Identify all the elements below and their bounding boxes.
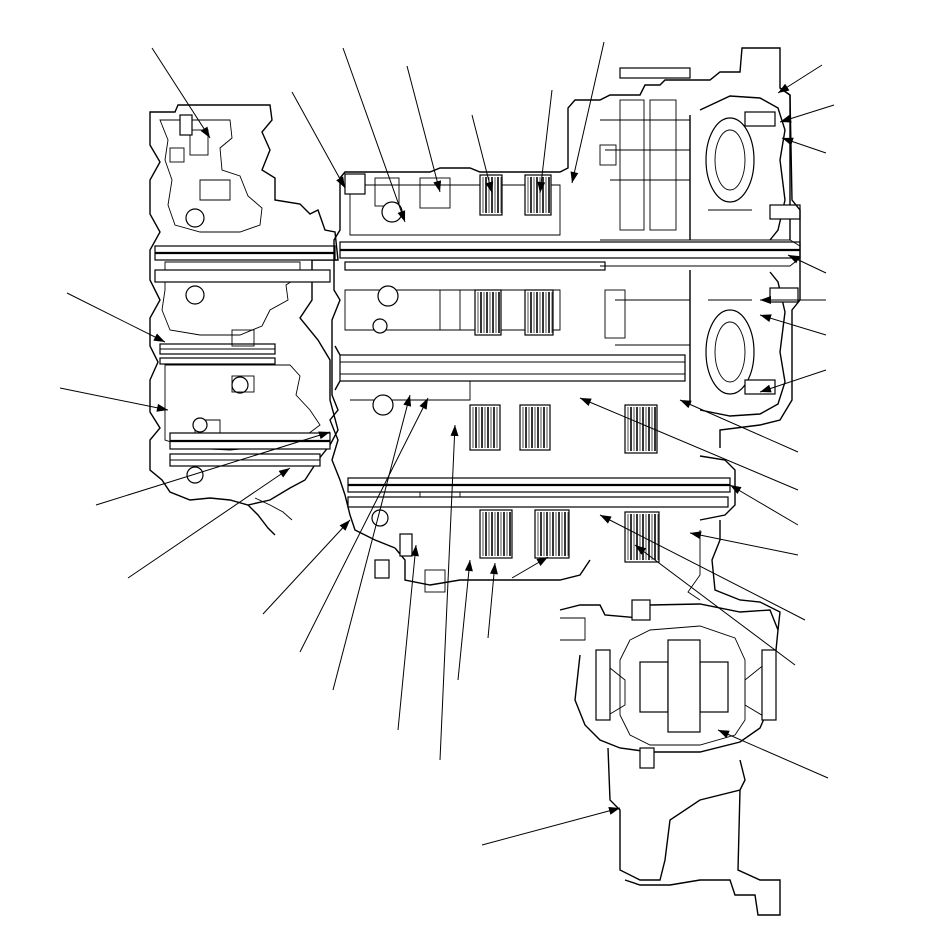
clutch-pack-icon [524,174,552,216]
ball-bearing-icon [231,376,249,394]
differential [559,603,781,916]
arrowhead-icon [600,515,612,524]
arrowhead-icon [200,126,210,138]
arrowhead-icon [410,545,419,557]
arrowhead-icon [760,314,772,323]
callout-leader-line [539,89,553,194]
arrowhead-icon [450,425,459,437]
arrowhead-icon [608,806,620,815]
arrowhead-icon [780,114,792,123]
callout-leader-line [66,292,166,343]
arrowhead-icon [403,395,412,407]
arrowhead-icon [464,560,473,572]
left-middle-shaft [159,343,276,365]
left-upper-shaft [154,245,336,283]
main-lower-shaft [347,455,736,521]
arrowhead-icon [419,398,428,410]
main-input-shaft [334,345,686,391]
callout-leader-line [262,519,351,615]
callout-leader-line [439,424,456,761]
arrowhead-icon [156,403,168,412]
ball-bearing-icon [372,318,388,334]
callout-leader-line [471,114,493,194]
arrowhead-icon [485,181,494,193]
callout-leader-line [457,559,471,681]
callout-leader-line [406,65,441,193]
callout-leader-line [599,514,806,621]
main-upper-shaft [339,239,801,271]
callout-leader-line [291,91,346,189]
callout-leader-line [759,314,827,336]
arrowhead-icon [718,730,730,739]
arrowhead-icon [782,137,794,146]
callout-leader-line [571,41,605,184]
arrowhead-icon [536,557,548,566]
arrowhead-icon [278,468,290,478]
callout-leader-line [487,562,496,639]
arrowhead-icon [318,431,330,440]
arrowhead-icon [433,180,442,192]
left-lower-shaft [169,432,331,467]
clutch-pack-icon [474,289,502,336]
callout-leader-line [579,397,799,491]
clutch-packs [469,174,660,563]
arrowhead-icon [580,398,592,406]
torque-converter [599,67,801,417]
arrowhead-icon [635,545,647,555]
ball-bearing-icon [377,285,399,307]
callout-leader-line [679,399,799,453]
arrowhead-icon [760,296,771,304]
arrowhead-icon [153,333,165,342]
ball-bearing-icon [186,466,204,484]
callout-leader-line [342,47,406,223]
left-housing [149,104,339,536]
callout-leader-line [634,544,796,666]
ball-bearing-icon [371,509,389,527]
callout-leader-line [481,807,621,846]
arrowhead-icon [760,384,772,393]
ball-bearing-icon [372,394,394,416]
arrowhead-icon [680,400,692,409]
ball-bearing-icon [192,417,208,433]
callout-leader-line [689,532,799,556]
arrowhead-icon [336,176,345,188]
ball-bearing-icon [185,208,205,228]
arrowhead-icon [537,181,546,193]
callout-leader-line [729,484,799,526]
callout-leaders [59,41,835,846]
callout-leader-line [717,729,829,779]
arrowhead-icon [570,171,579,183]
arrowhead-icon [778,83,790,93]
arrowhead-icon [489,563,498,575]
torque-converter-icon [705,117,755,203]
arrowhead-icon [339,520,350,531]
callout-leader-line [332,394,411,691]
callout-leader-line [299,397,429,653]
callout-leader-line [59,387,169,411]
differential-gear-icon [639,661,669,713]
arrowhead-icon [730,485,742,495]
arrowhead-icon [397,210,406,222]
ball-bearing-icon [185,285,205,305]
arrowhead-icon [690,531,702,540]
callout-leader-line [397,544,417,731]
right-housing [631,87,801,631]
callout-leader-line [151,47,211,139]
left-bearings [185,208,255,484]
clutch-pack-icon [534,509,570,559]
callout-leader-line [759,369,827,393]
callout-leader-line [127,467,291,579]
callout-leader-line [95,431,331,506]
arrowhead-icon [788,255,800,264]
